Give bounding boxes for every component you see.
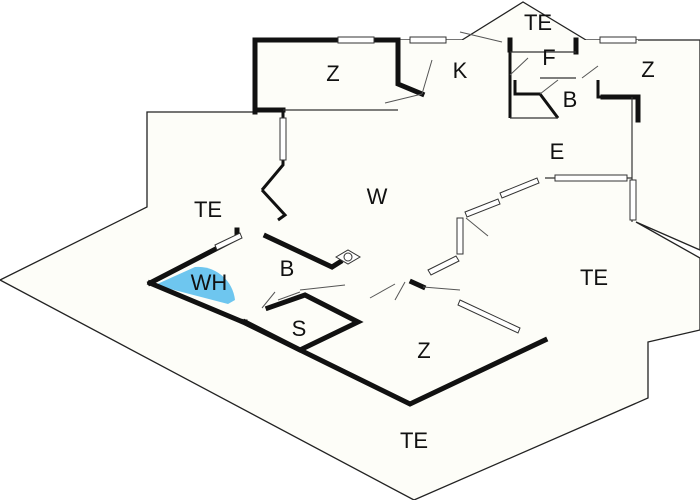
window — [214, 232, 243, 251]
windows — [214, 36, 637, 334]
room-label-te-left: TE — [194, 197, 222, 222]
room-label-k: K — [453, 58, 468, 83]
room-label-e: E — [550, 139, 565, 164]
window — [629, 179, 637, 221]
house-floor — [150, 40, 638, 404]
room-label-f: F — [542, 45, 555, 70]
room-label-te-bottom: TE — [400, 428, 428, 453]
window — [337, 36, 375, 44]
wh-highlight — [155, 266, 235, 304]
door-swing — [581, 65, 599, 79]
room-labels: TE Z K F Z B E TE W WH B S TE Z TE — [191, 10, 655, 453]
room-label-z-bottom: Z — [417, 338, 430, 363]
door-swing — [459, 31, 503, 43]
window — [409, 36, 447, 44]
door-swing — [509, 57, 529, 76]
door-swing — [422, 286, 461, 291]
doors — [261, 31, 599, 309]
door-swing — [369, 283, 396, 299]
window — [457, 299, 521, 334]
window — [554, 174, 628, 182]
window — [427, 255, 460, 276]
room-label-te-right: TE — [580, 265, 608, 290]
room-label-te-top: TE — [524, 10, 552, 35]
door-swing — [299, 284, 346, 291]
stove-icon — [335, 249, 361, 265]
window — [499, 177, 540, 199]
door-swing — [421, 59, 433, 95]
window — [456, 217, 464, 255]
room-label-w: W — [367, 184, 388, 209]
door-swing — [539, 79, 559, 95]
window — [464, 198, 501, 218]
window — [279, 117, 287, 161]
window — [599, 36, 637, 44]
door-swing — [394, 281, 406, 301]
room-label-s: S — [292, 316, 307, 341]
door-swing — [261, 291, 276, 309]
room-label-b-top: B — [563, 87, 578, 112]
door-swing — [277, 291, 301, 301]
room-label-z-right-top: Z — [641, 57, 654, 82]
room-label-b-mid: B — [280, 256, 295, 281]
room-label-z-left-top: Z — [326, 61, 339, 86]
door-swing — [465, 217, 489, 237]
room-label-wh: WH — [191, 270, 228, 295]
door-swing — [384, 93, 423, 104]
